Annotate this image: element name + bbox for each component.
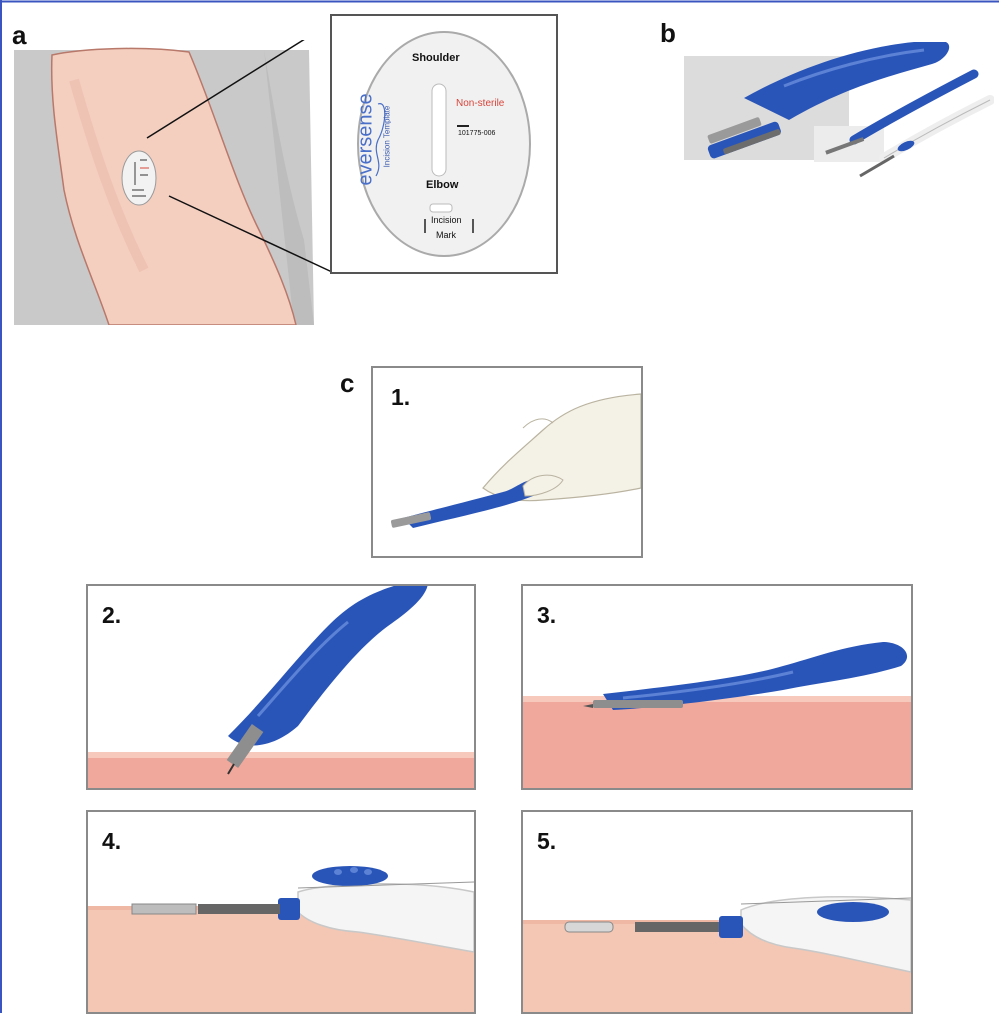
- template-brand-text: eversense: [355, 93, 378, 185]
- template-bottom-text: Elbow: [426, 179, 458, 191]
- step-5-panel: 5.: [521, 810, 913, 1014]
- step-3-illustration: [523, 586, 911, 788]
- panel-c-label: c: [340, 368, 354, 399]
- step-1-panel: 1.: [371, 366, 643, 558]
- step-2-illustration: [88, 586, 474, 788]
- panel-b-tools-illustration: [684, 40, 994, 180]
- step-4-illustration: [88, 812, 474, 1012]
- step-4-panel: 4.: [86, 810, 476, 1014]
- template-zoom-box: Shoulder Elbow Non-sterile 101775-006 In…: [330, 14, 558, 274]
- panel-b-label: b: [660, 18, 676, 49]
- step-1-illustration: [373, 368, 641, 556]
- template-mark-line1: Incision: [431, 215, 462, 225]
- template-part-number: 101775-006: [458, 130, 495, 137]
- step-2-panel: 2.: [86, 584, 476, 790]
- template-mark-line2: Mark: [436, 230, 456, 240]
- template-top-text: Shoulder: [412, 52, 460, 64]
- step-3-panel: 3.: [521, 584, 913, 790]
- step-5-illustration: [523, 812, 911, 1012]
- template-brand-sub-text: Incision Template: [382, 106, 391, 168]
- mini-template: [122, 151, 156, 205]
- template-status-text: Non-sterile: [456, 98, 504, 109]
